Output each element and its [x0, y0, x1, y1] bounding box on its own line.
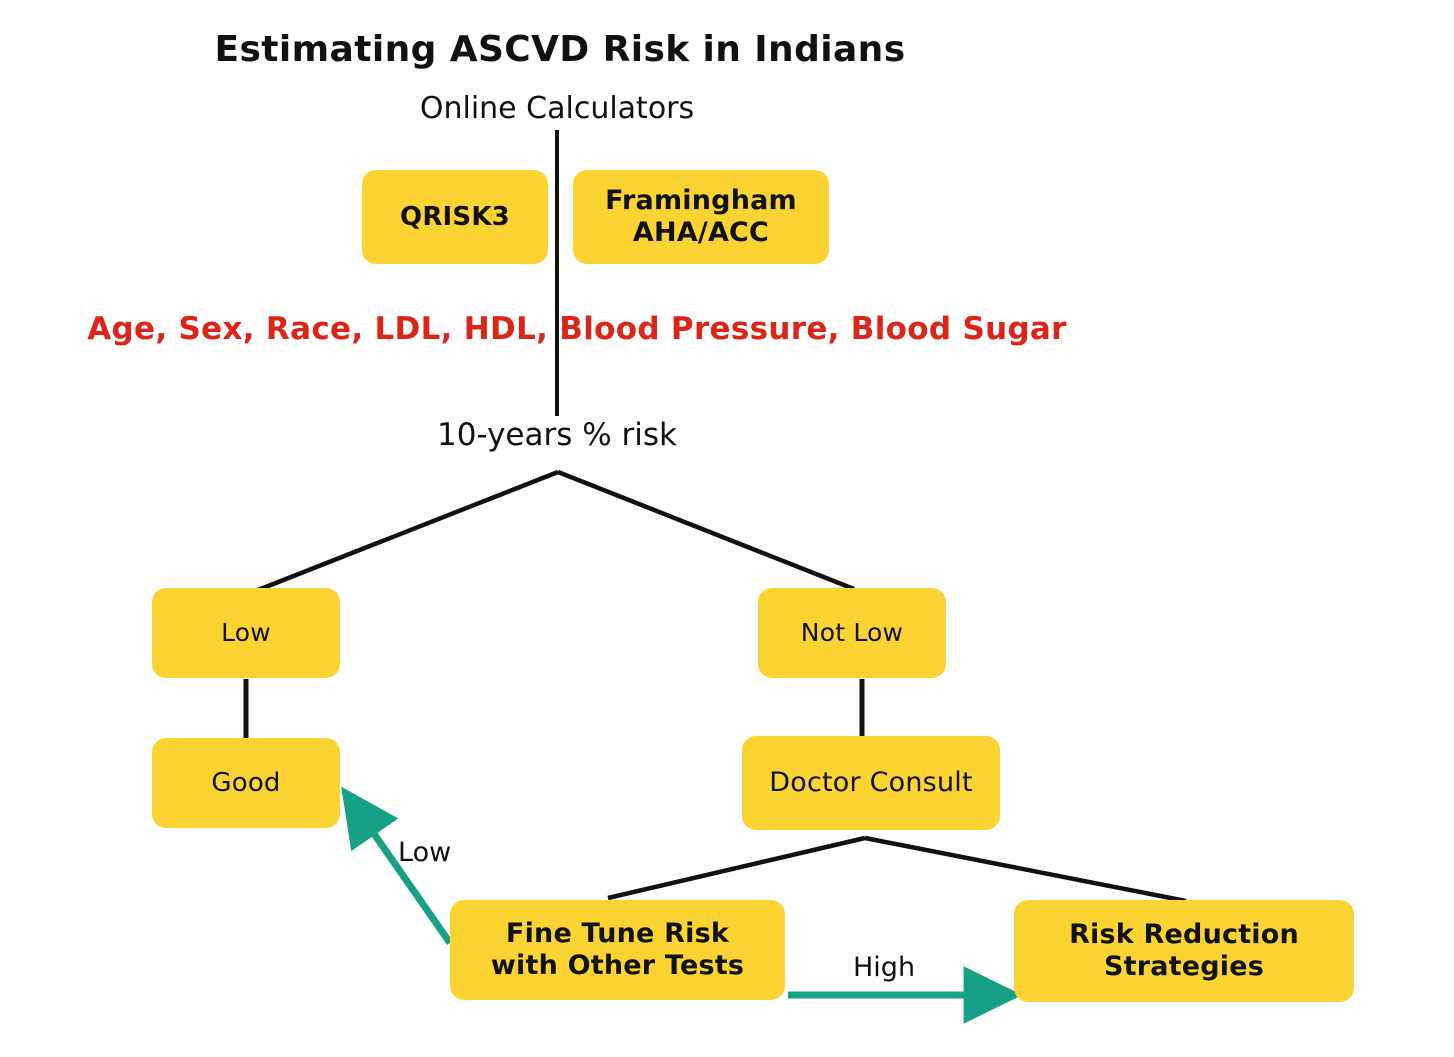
edge-label-low: Low — [398, 837, 452, 868]
node-risk-reduction-line2: Strategies — [1103, 951, 1265, 982]
node-good-label: Good — [211, 767, 281, 798]
node-doctor-consult-label: Doctor Consult — [769, 767, 973, 799]
node-qrisk3[interactable]: QRISK3 — [362, 170, 548, 264]
node-risk-reduction-line1: Risk Reduction — [1069, 919, 1299, 951]
node-framingham-label: Framingham AHA/ACC — [605, 185, 797, 249]
node-framingham-line2: AHA/ACC — [632, 217, 770, 248]
node-not-low[interactable]: Not Low — [758, 588, 946, 678]
node-fine-tune-label: Fine Tune Risk with Other Tests — [491, 918, 744, 982]
node-risk-reduction-strategies[interactable]: Risk Reduction Strategies — [1014, 900, 1354, 1002]
node-fine-tune-risk[interactable]: Fine Tune Risk with Other Tests — [450, 900, 785, 1000]
node-framingham-aha-acc[interactable]: Framingham AHA/ACC — [573, 170, 829, 264]
node-fine-tune-line2: with Other Tests — [490, 950, 745, 981]
edge-doctor-to-fine-tune — [607, 835, 866, 901]
ten-year-risk-label: 10-years % risk — [436, 417, 678, 453]
node-risk-reduction-label: Risk Reduction Strategies — [1069, 919, 1299, 983]
node-low[interactable]: Low — [152, 588, 340, 678]
edge-risk-to-low — [257, 469, 559, 593]
edge-label-high: High — [853, 952, 916, 983]
node-doctor-consult[interactable]: Doctor Consult — [742, 736, 1000, 830]
node-framingham-line1: Framingham — [605, 185, 797, 217]
node-fine-tune-line1: Fine Tune Risk — [505, 918, 730, 950]
node-qrisk3-label: QRISK3 — [400, 201, 510, 232]
edge-doctor-to-risk-reduction — [864, 835, 1187, 904]
node-good[interactable]: Good — [152, 738, 340, 828]
edge-risk-to-not-low — [557, 469, 855, 592]
subtitle-online-calculators: Online Calculators — [419, 91, 695, 126]
node-not-low-label: Not Low — [800, 618, 904, 648]
node-low-label: Low — [221, 618, 271, 648]
page-title: Estimating ASCVD Risk in Indians — [214, 29, 906, 70]
risk-factors-text: Age, Sex, Race, LDL, HDL, Blood Pressure… — [87, 311, 1067, 347]
edge-fine-tune-to-good-green-arrow — [341, 786, 453, 945]
